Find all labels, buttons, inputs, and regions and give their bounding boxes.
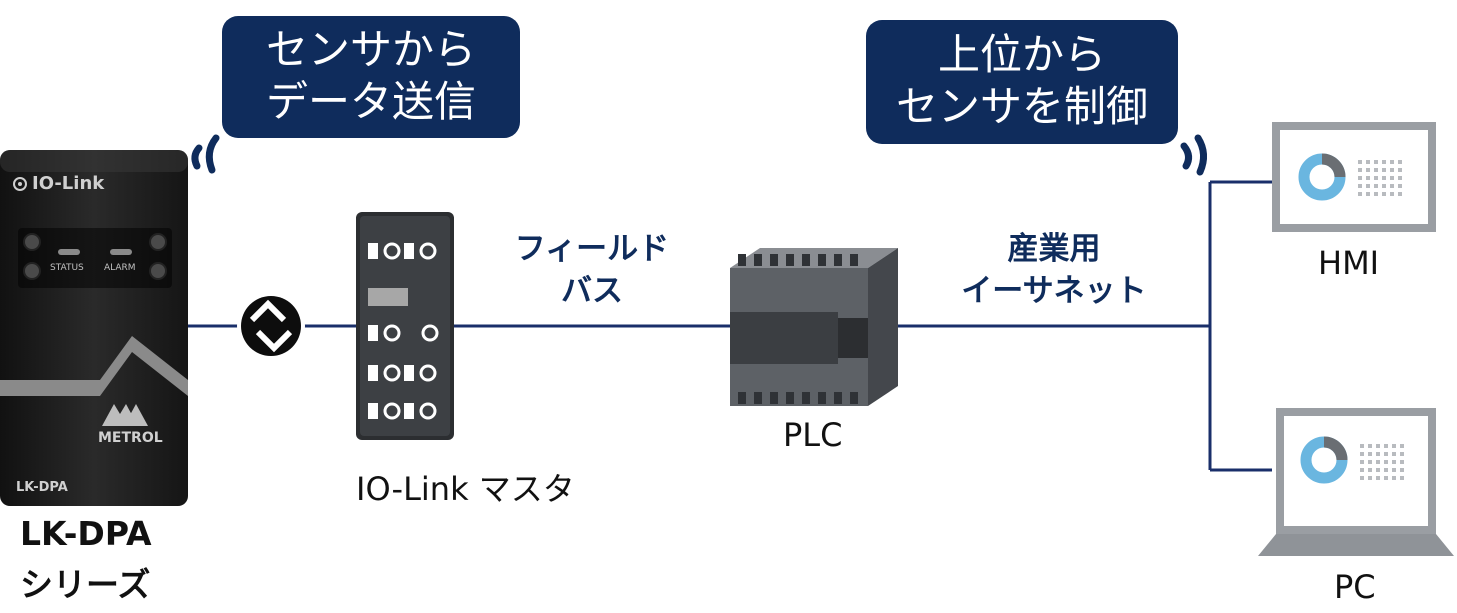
fieldbus-line1: フィールド [514, 231, 670, 267]
ethernet-line1: 産業用 [1007, 231, 1101, 267]
bubble-sensor-line1: センサから [265, 25, 476, 74]
device-model-label: LK-DPA [16, 480, 68, 495]
fieldbus-line2: バス [561, 273, 623, 309]
device-alarm-label: ALARM [104, 263, 136, 273]
hmi-monitor-icon [1272, 122, 1436, 232]
bubble-upper-control: 上位から センサを制御 [866, 20, 1178, 144]
io-link-master-device [356, 212, 454, 440]
hmi-label: HMI [1318, 244, 1380, 282]
signal-arcs-right [1180, 134, 1207, 176]
master-label: IO-Link マスタ [356, 470, 575, 508]
plc-label: PLC [783, 416, 843, 454]
pc-label: PC [1334, 568, 1376, 606]
sensor-subtitle: シリーズ [20, 565, 151, 604]
io-link-symbol-icon [237, 292, 305, 360]
device-status-label: STATUS [50, 263, 84, 273]
sensor-title: LK-DPA [20, 514, 152, 553]
device-maker-label: METROL [98, 430, 163, 446]
ethernet-line2: イーサネット [961, 273, 1147, 309]
fieldbus-label: フィールド バス [492, 228, 692, 312]
bubble-sensor-data-send: センサから データ送信 [222, 16, 520, 138]
device-brand-label: IO-Link [32, 173, 105, 194]
pc-laptop-icon [1258, 408, 1454, 556]
bubble-control-line1: 上位から [937, 30, 1106, 79]
bubble-sensor-line2: データ送信 [265, 77, 476, 126]
ethernet-label: 産業用 イーサネット [944, 228, 1164, 312]
plc-device [730, 248, 898, 406]
lk-dpa-device [0, 150, 188, 506]
signal-arcs-left [191, 134, 220, 174]
bubble-control-line2: センサを制御 [895, 82, 1148, 131]
